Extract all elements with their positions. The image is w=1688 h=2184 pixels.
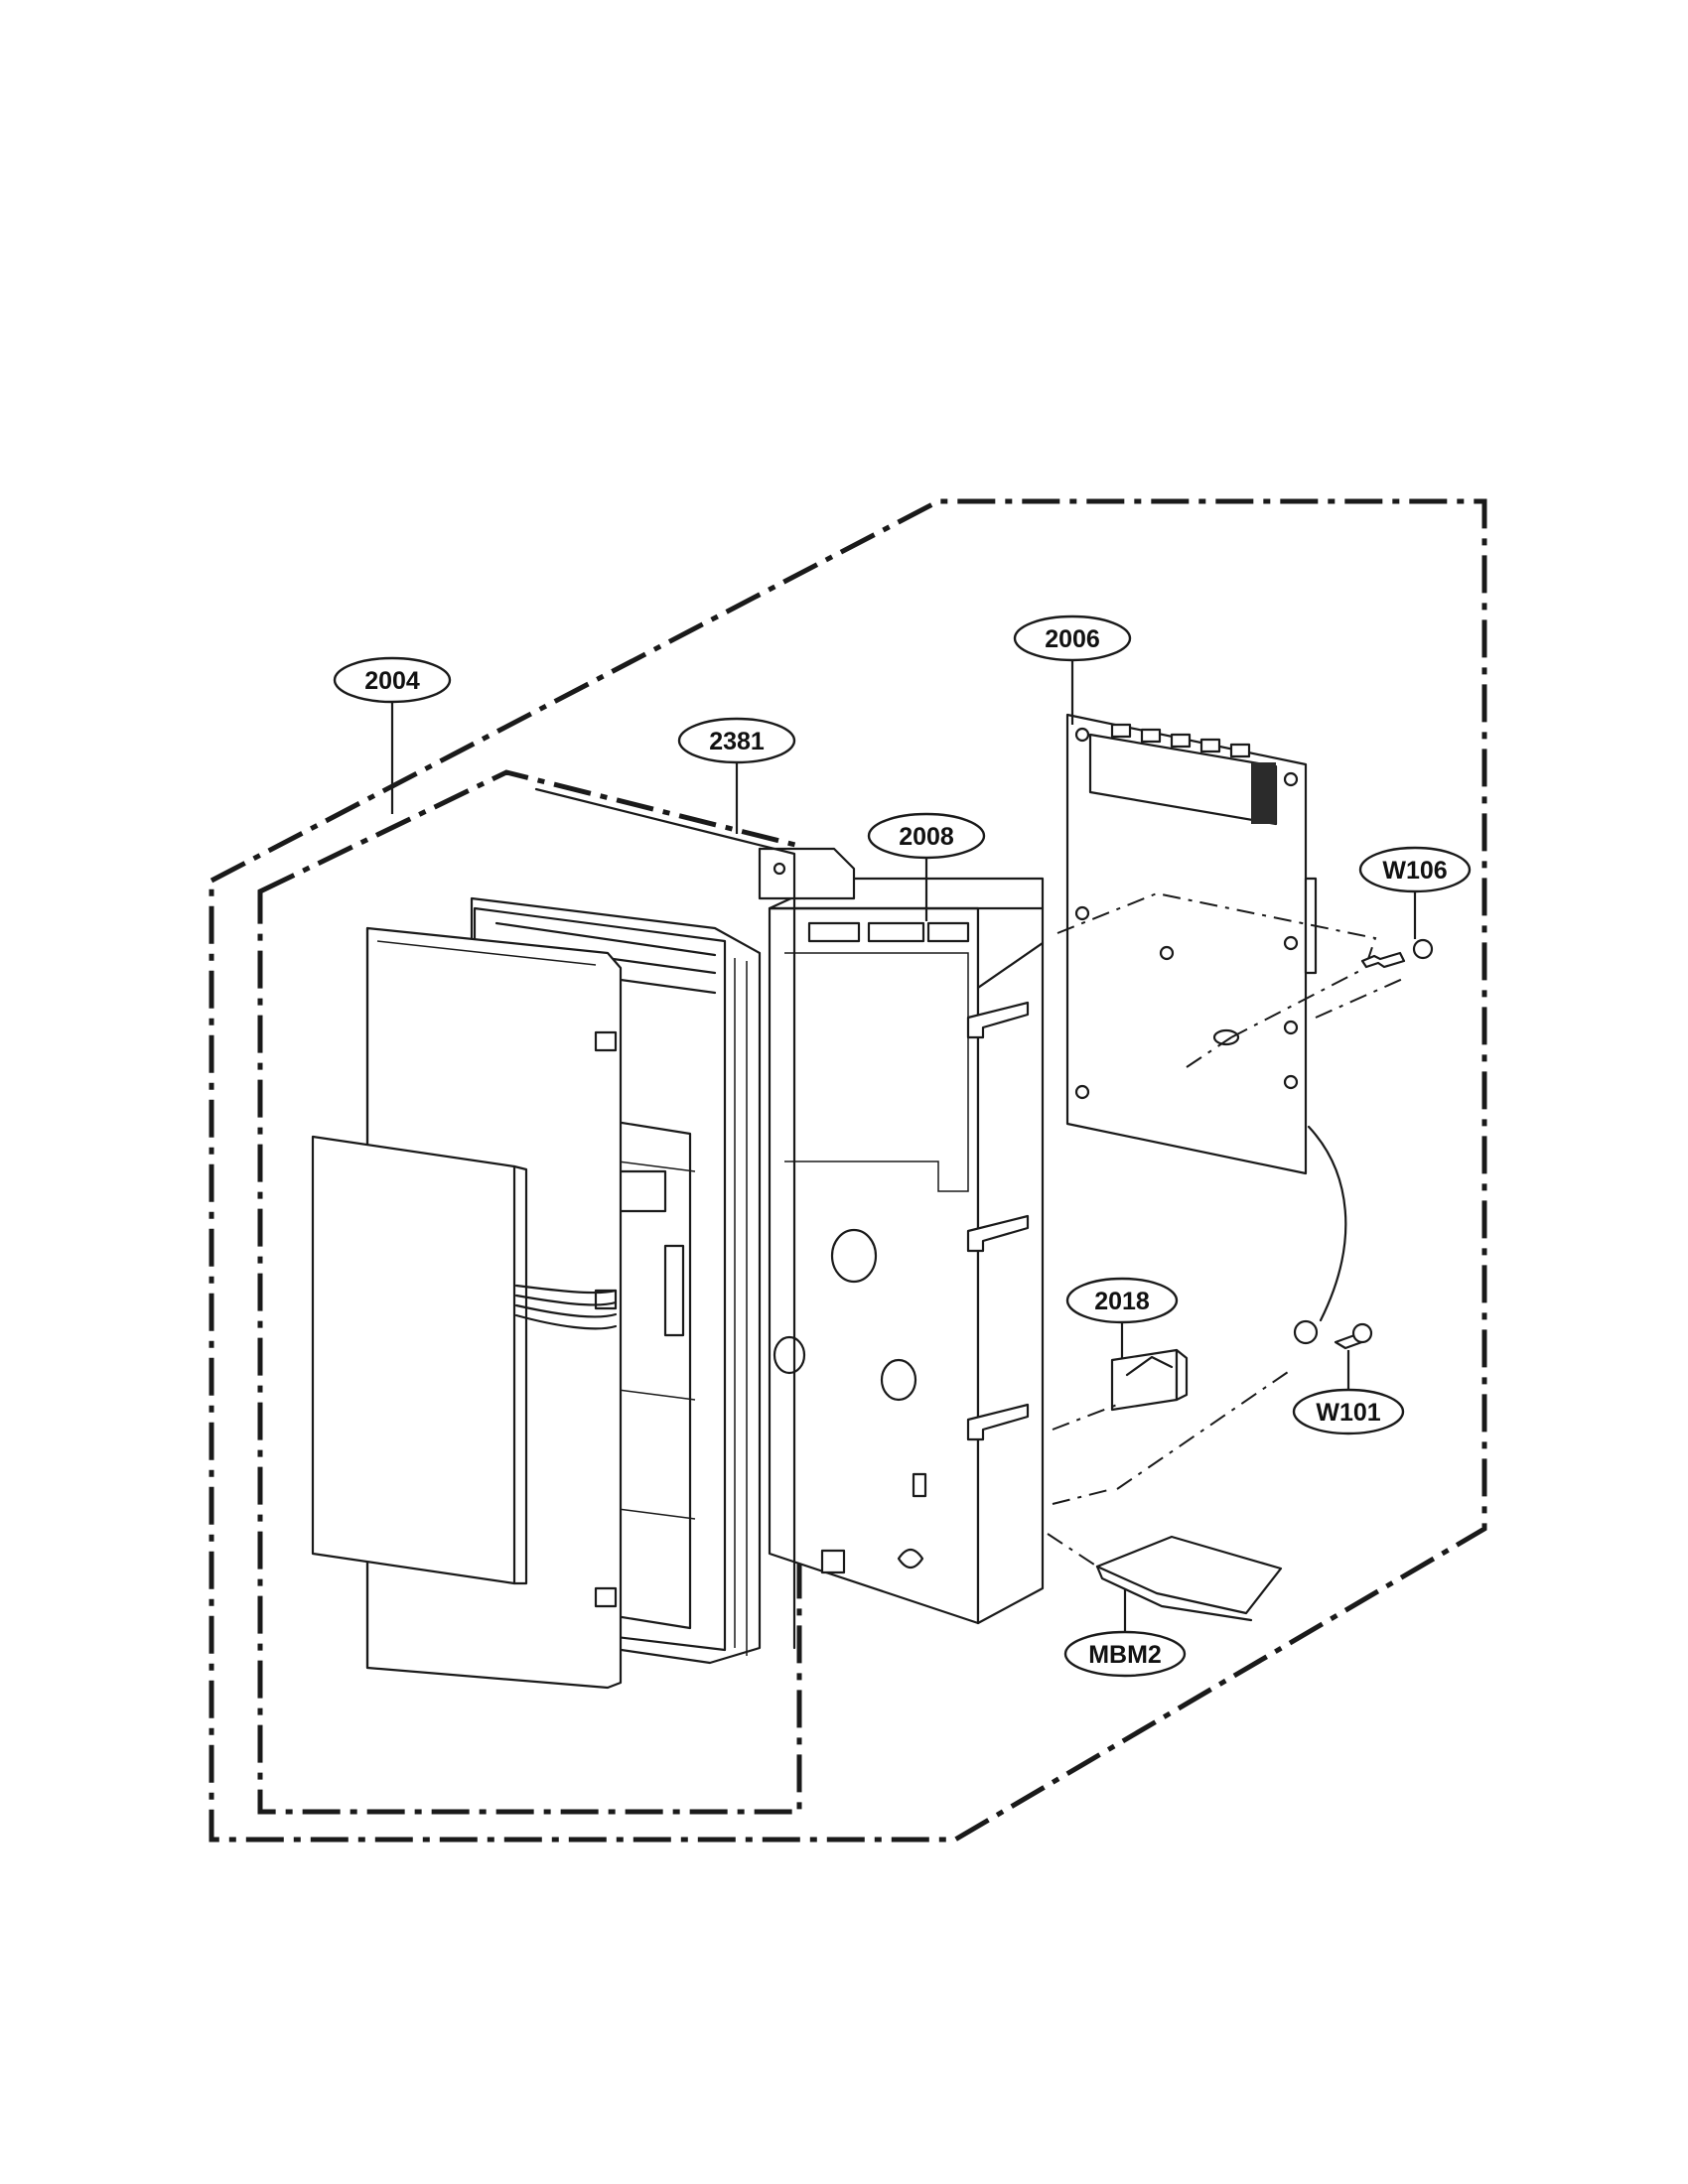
callout-2018: 2018 [1065,1277,1179,1358]
callout-2004: 2004 [333,656,452,814]
label-2004: 2004 [364,667,420,695]
part-2006-pcb [1065,713,1347,1345]
part-w106-screw [1360,938,1434,969]
label-2006: 2006 [1045,625,1100,653]
part-2381-insulator [534,787,796,1650]
projection-bracket-left [1052,1488,1113,1505]
label-2381: 2381 [709,728,765,755]
pcb-mount-projection [1056,891,1377,969]
label-w106: W106 [1382,857,1447,885]
callout-mbm2: MBM2 [1063,1588,1187,1678]
screw-line-w106 [1315,977,1406,1019]
part-2008-control-bracket [758,847,1045,1625]
callout-w106: W106 [1358,846,1472,939]
callout-2006: 2006 [1013,614,1132,725]
label-2008: 2008 [899,823,954,851]
mount-line-b [1186,1036,1232,1068]
callout-w101: W101 [1292,1350,1405,1435]
front-membrane-sheet [311,1135,618,1585]
outer-assembly-boundary [209,498,1487,1843]
callout-2381: 2381 [677,717,796,834]
label-mbm2: MBM2 [1088,1641,1162,1669]
callout-2008: 2008 [867,812,986,921]
part-2018-bracket [1052,1348,1189,1431]
label-w101: W101 [1316,1399,1380,1427]
label-2018: 2018 [1094,1288,1150,1315]
mount-line-a [1230,967,1366,1038]
part-w101-screw [1116,1322,1373,1490]
part-mbm2-booklet [1047,1533,1283,1622]
